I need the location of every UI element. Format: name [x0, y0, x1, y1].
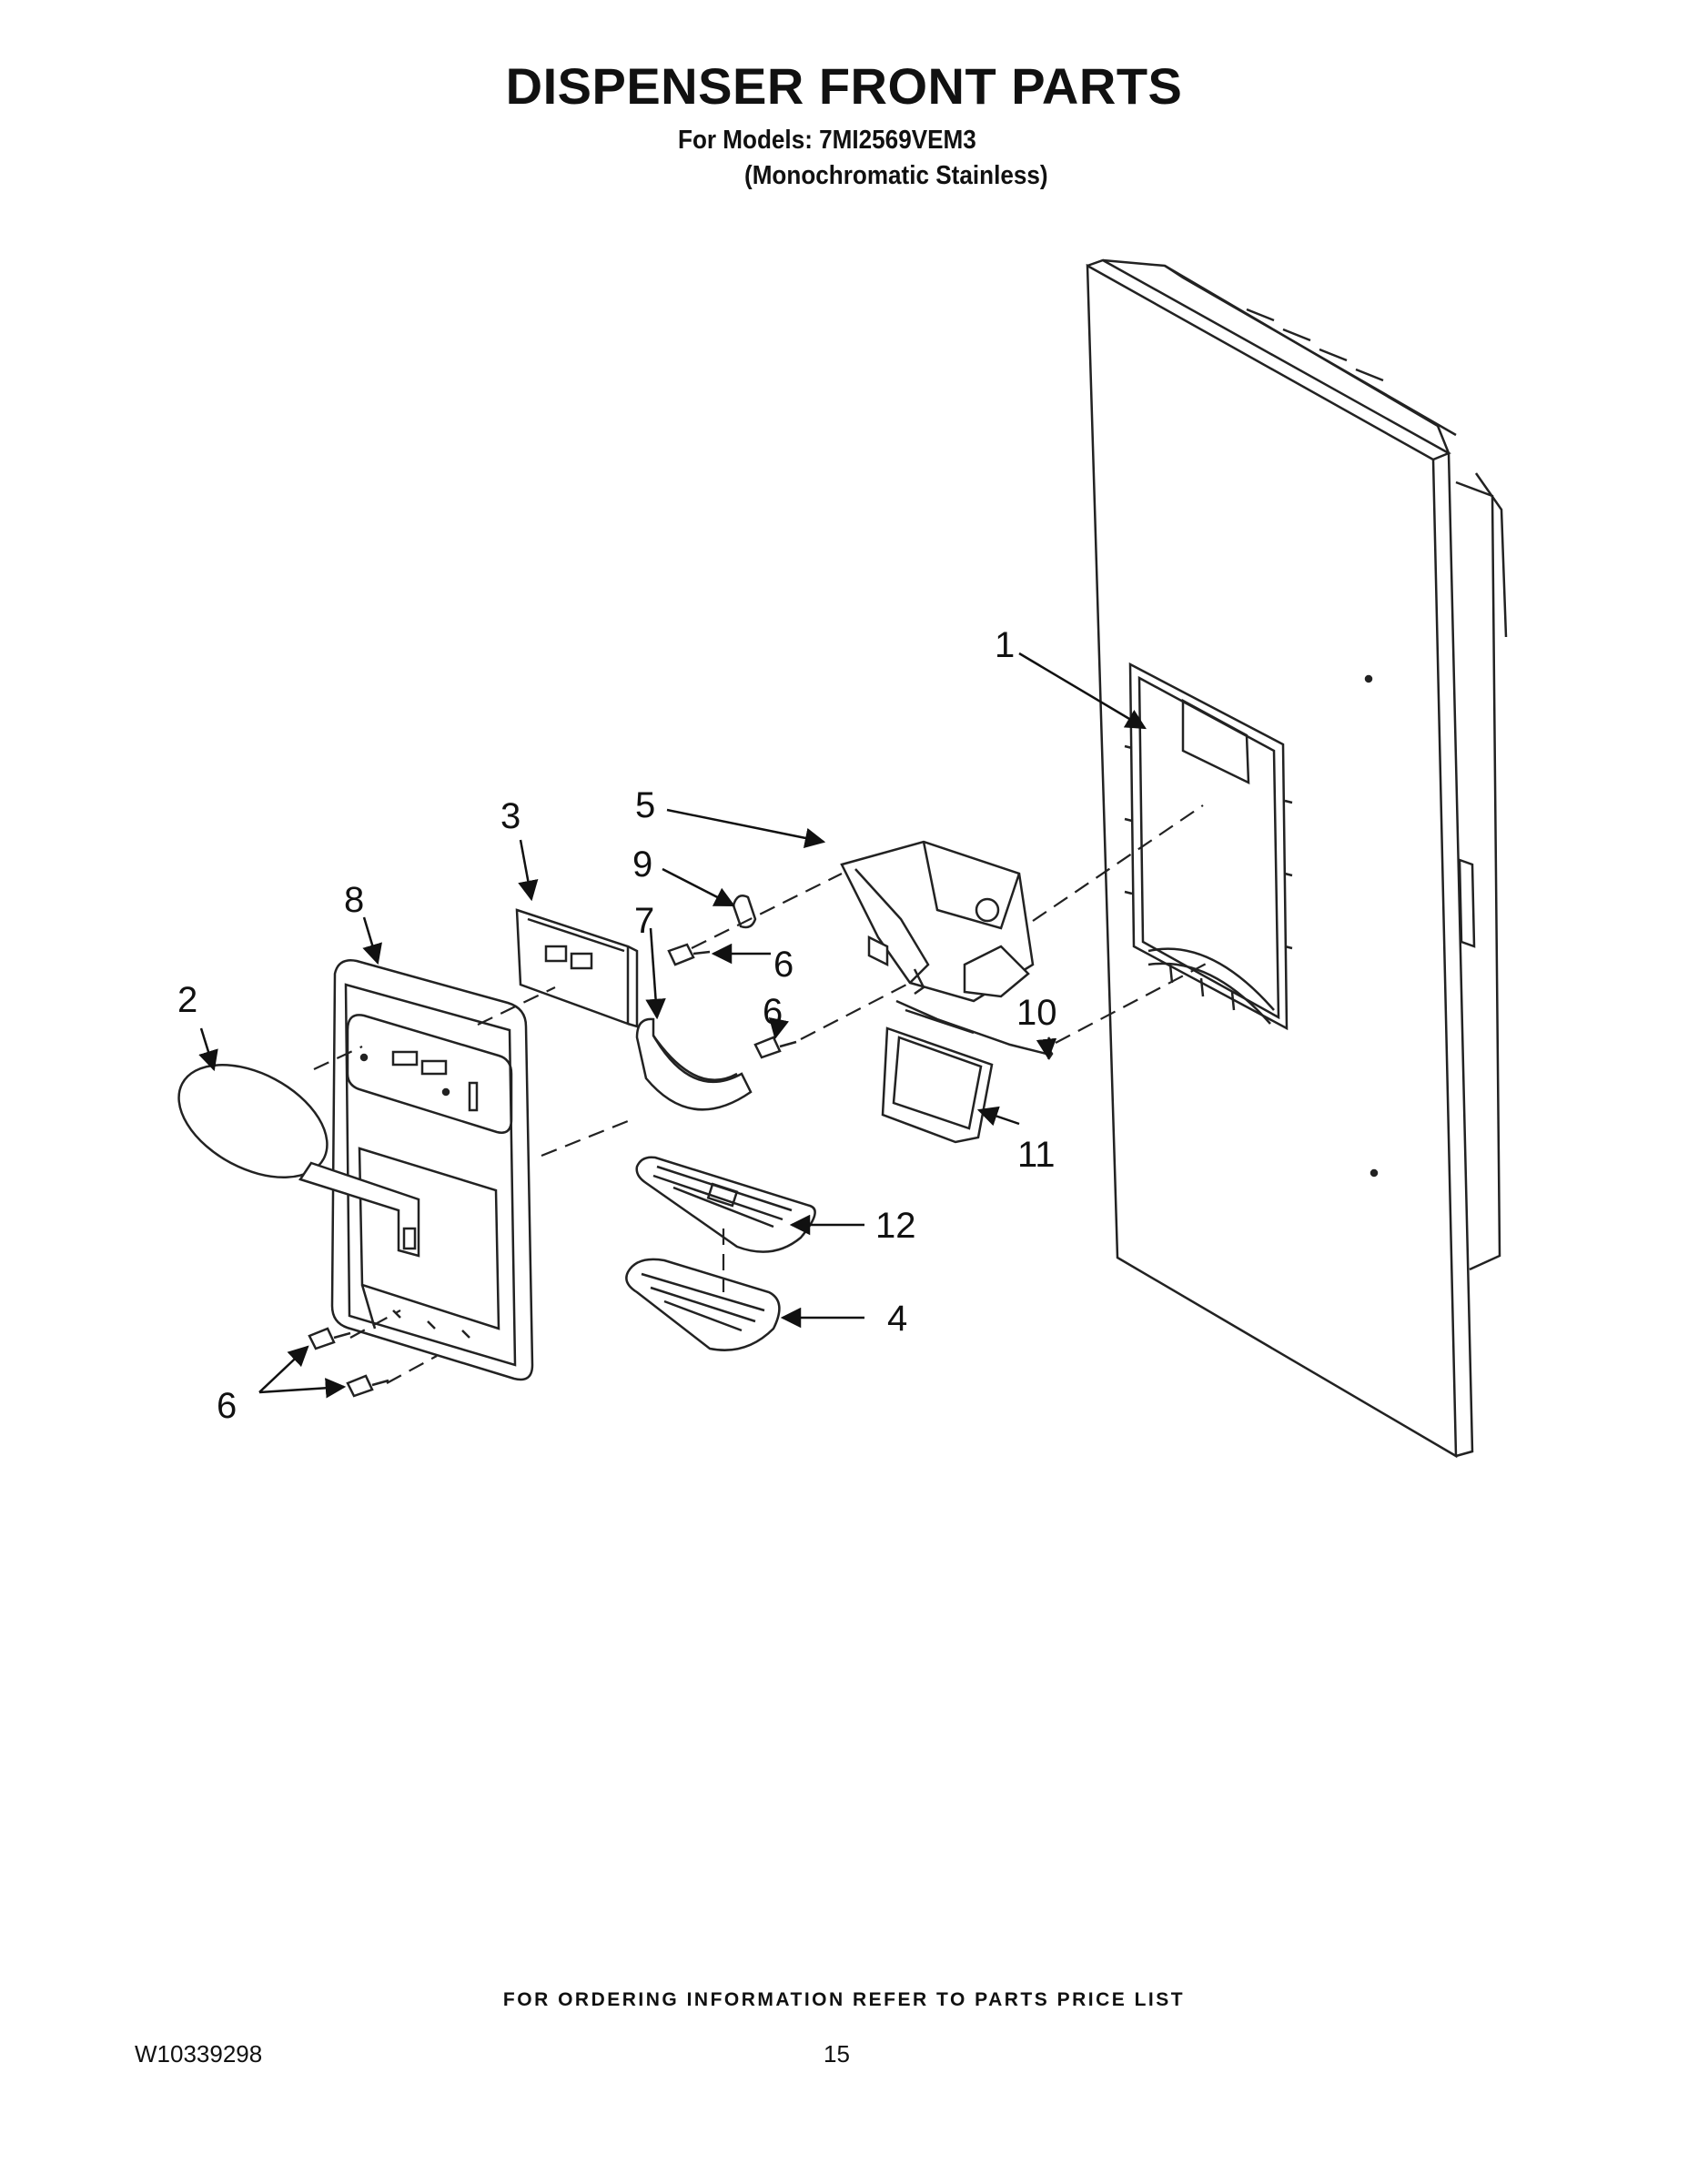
document-number: W10339298 [135, 2040, 263, 2068]
shroud [635, 1017, 753, 1111]
control-board [515, 908, 639, 1028]
finish-line: (Monochromatic Stainless) [744, 161, 1048, 190]
callout-6-middle: 6 [763, 992, 783, 1032]
dispenser-opening [1124, 662, 1293, 1031]
pad-overlay [177, 1063, 420, 1258]
leader-arrows [198, 652, 1147, 1399]
callout-5: 5 [635, 785, 655, 825]
callout-4: 4 [887, 1299, 907, 1339]
ordering-note: FOR ORDERING INFORMATION REFER TO PARTS … [502, 1989, 1186, 2010]
callout-9: 9 [632, 844, 652, 885]
drip-tray-grille [635, 1156, 816, 1253]
page-title: DISPENSER FRONT PARTS [505, 57, 1183, 115]
actuator-paddle [881, 999, 1047, 1144]
models-line: For Models: 7MI2569VEM3 [678, 126, 976, 155]
screw-lower-left [308, 1327, 351, 1350]
callout-10: 10 [1016, 993, 1057, 1033]
callout-12: 12 [875, 1206, 916, 1246]
callout-2: 2 [177, 980, 197, 1020]
callout-8: 8 [344, 880, 364, 920]
callout-11: 11 [1017, 1135, 1056, 1175]
callout-1: 1 [995, 625, 1015, 665]
callout-3: 3 [500, 796, 521, 836]
drip-tray [625, 1258, 781, 1351]
dispenser-mechanism [840, 840, 1035, 1003]
screw-middle [753, 1036, 797, 1059]
screw-lower-right [346, 1374, 389, 1398]
callout-7: 7 [634, 901, 654, 941]
dispenser-bezel [330, 959, 534, 1381]
assembly-lines [313, 804, 1214, 1384]
screw-upper [667, 943, 711, 966]
page-number: 15 [824, 2040, 850, 2068]
callout-6-upper: 6 [773, 945, 793, 985]
callout-6-lower: 6 [217, 1386, 237, 1426]
